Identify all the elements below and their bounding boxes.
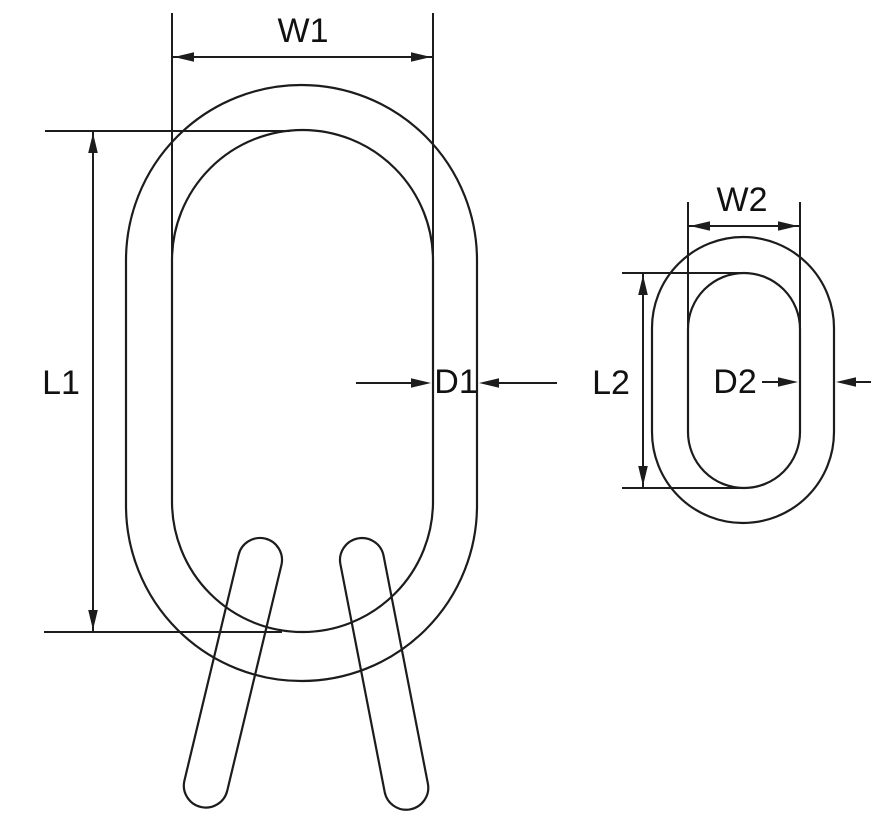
master-link-outer-outline <box>124 83 479 683</box>
right-sub-link-outline <box>338 536 430 811</box>
w2-arrowhead-right-icon <box>778 221 798 231</box>
l2-arrowhead-down-icon <box>638 466 648 486</box>
dimension-lines <box>44 13 871 633</box>
arrowheads <box>88 52 856 630</box>
d1-label: D1 <box>434 363 477 401</box>
l2-arrowhead-up-icon <box>638 275 648 295</box>
d2-arrowhead-right-icon <box>836 377 856 387</box>
master-link-inner-outline <box>170 128 435 634</box>
left-sub-link-outline <box>182 536 284 809</box>
w2-arrowhead-left-icon <box>690 221 710 231</box>
link-outlines <box>124 83 836 811</box>
l2-label: L2 <box>592 364 630 402</box>
w1-arrowhead-right-icon <box>411 52 431 62</box>
d2-arrowhead-left-icon <box>778 377 798 387</box>
d2-label: D2 <box>713 363 756 401</box>
d1-arrowhead-right-icon <box>479 378 499 388</box>
w1-arrowhead-left-icon <box>174 52 194 62</box>
dimension-labels: W1 L1 D1 W2 L2 D2 <box>42 12 767 402</box>
l1-label: L1 <box>42 364 80 402</box>
d1-arrowhead-left-icon <box>411 378 431 388</box>
w1-label: W1 <box>278 12 329 50</box>
w2-label: W2 <box>717 181 768 219</box>
l1-arrowhead-up-icon <box>88 133 98 153</box>
l1-arrowhead-down-icon <box>88 610 98 630</box>
small-link-outer-outline <box>650 235 836 525</box>
